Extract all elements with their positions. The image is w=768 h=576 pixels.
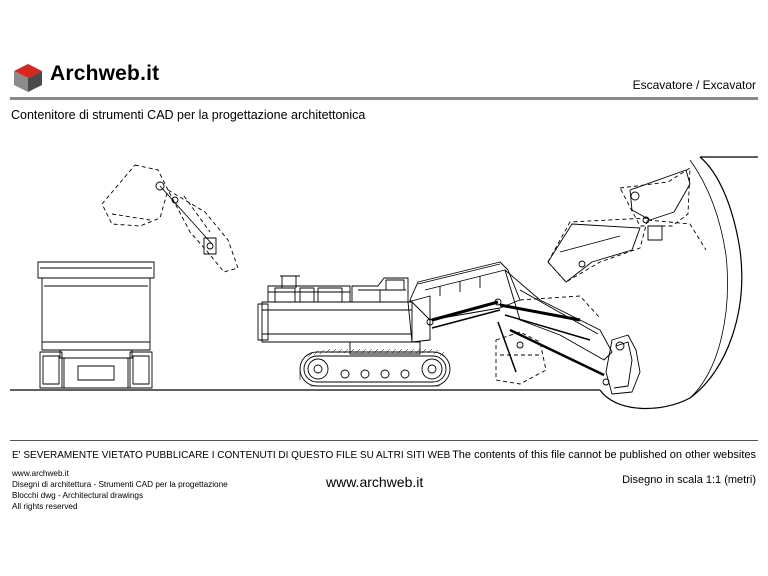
copyright-warning-it: E' SEVERAMENTE VIETATO PUBBLICARE I CONT…	[12, 450, 451, 461]
phantom-bucket-right-solid	[547, 169, 691, 283]
phantom-bucket-left	[101, 164, 239, 273]
drawing-title: Escavatore / Excavator	[632, 78, 756, 92]
copyright-warning-en: The contents of this file cannot be publ…	[452, 449, 756, 461]
footer-info-line: All rights reserved	[12, 502, 78, 511]
footer-info-line: Disegni di architettura - Strumenti CAD …	[12, 480, 228, 489]
ground-profile	[10, 156, 758, 410]
excavator-cad-drawing	[10, 156, 758, 410]
header-divider	[10, 97, 758, 100]
footer-divider	[10, 440, 758, 441]
drawing-scale: Disegno in scala 1:1 (metri)	[622, 474, 756, 486]
phantom-bucket-right	[547, 167, 707, 283]
page-subtitle: Contenitore di strumenti CAD per la prog…	[11, 108, 366, 122]
footer-info-line: Blocchi dwg - Architectural drawings	[12, 491, 144, 500]
phantom-bucket-left-solid	[155, 181, 217, 255]
excavator-machine	[257, 261, 641, 395]
archweb-logo-icon	[14, 64, 42, 92]
footer-info: www.archweb.it Disegni di architettura -…	[12, 468, 228, 512]
dump-truck	[37, 261, 155, 389]
footer-info-line[interactable]: www.archweb.it	[12, 469, 69, 478]
logo-text: Archweb.it	[50, 62, 160, 85]
website-link[interactable]: www.archweb.it	[326, 474, 424, 490]
